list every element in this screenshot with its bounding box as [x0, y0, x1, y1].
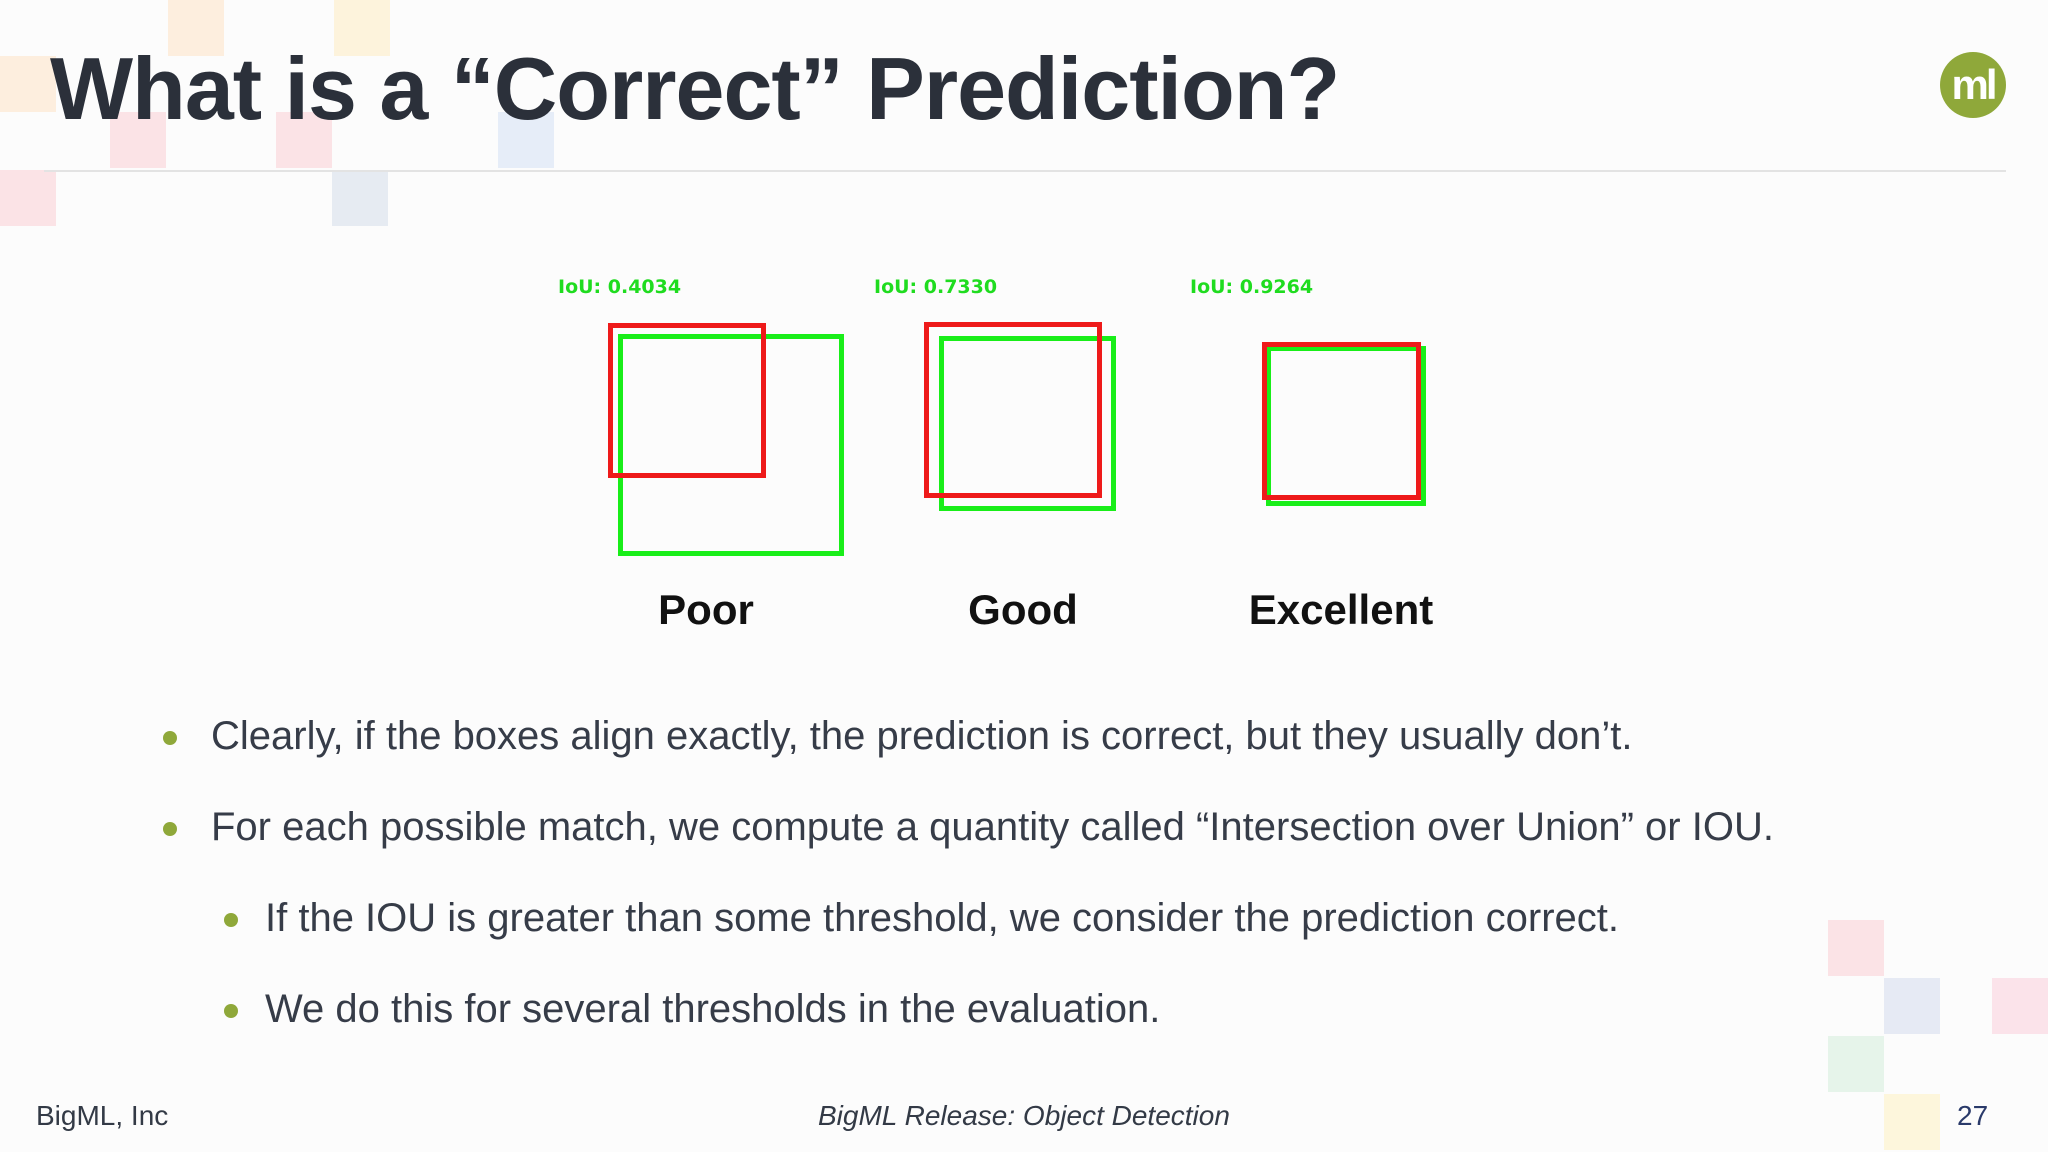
sub-bullet-dot	[224, 1004, 238, 1018]
predicted-box-excellent	[1262, 342, 1421, 500]
iou-label-excellent: IoU: 0.9264	[1190, 276, 1314, 298]
footer-company: BigML, Inc	[36, 1100, 169, 1131]
footer-presentation-title: BigML Release: Object Detection	[818, 1100, 1230, 1131]
bullet-text: Clearly, if the boxes align exactly, the…	[211, 714, 1633, 758]
quality-label-poor: Poor	[658, 586, 754, 633]
ground-truth-box-poor	[618, 334, 844, 556]
bigml-logo: ml	[1940, 52, 2006, 118]
page-number: 27	[1957, 1100, 1989, 1131]
bullet-dot	[163, 822, 177, 836]
predicted-box-good	[924, 322, 1102, 498]
iou-comparison-figure: IoU: 0.4034 Poor IoU: 0.7330 Good IoU: 0…	[540, 268, 1500, 648]
bullet-dot	[163, 731, 177, 745]
title-divider	[44, 170, 2006, 172]
ground-truth-box-good	[939, 336, 1116, 511]
iou-label-good: IoU: 0.7330	[874, 276, 998, 298]
quality-label-good: Good	[968, 586, 1078, 633]
bullet-text: For each possible match, we compute a qu…	[211, 805, 1774, 849]
slide-title: What is a “Correct” Prediction?	[50, 39, 1340, 138]
quality-label-excellent: Excellent	[1248, 586, 1434, 633]
sub-bullet-text: We do this for several thresholds in the…	[265, 987, 1161, 1031]
sub-bullet-dot	[224, 913, 238, 927]
iou-label-poor: IoU: 0.4034	[558, 276, 682, 298]
sub-bullet-text: If the IOU is greater than some threshol…	[265, 896, 1619, 940]
ground-truth-box-excellent	[1266, 346, 1426, 506]
predicted-box-poor	[608, 323, 766, 478]
